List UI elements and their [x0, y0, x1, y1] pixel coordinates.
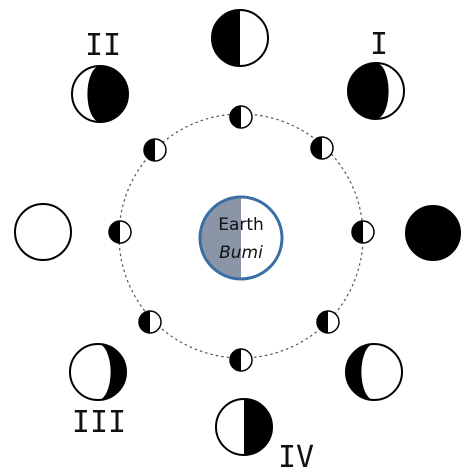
- phase-label-III: III: [72, 405, 126, 440]
- phase-top: [212, 10, 268, 66]
- earth-day-side: [241, 197, 282, 279]
- phase-label-II: II: [85, 28, 121, 63]
- phase-lower-right: [346, 344, 402, 400]
- earth-night-side: [200, 197, 241, 279]
- phase-right-new: [406, 206, 460, 260]
- orbit-moon: [230, 349, 252, 371]
- orbit-moon: [352, 221, 374, 243]
- phase-label-I: I: [370, 27, 388, 62]
- phase-II: [72, 66, 128, 122]
- phase-label-IV: IV: [278, 440, 314, 470]
- earth-label: Earth: [218, 215, 264, 235]
- earth: Earth Bumi: [200, 197, 282, 279]
- earth-label-local: Bumi: [219, 243, 263, 263]
- orbit-moon: [230, 106, 252, 128]
- orbit-moon: [139, 311, 161, 333]
- phase-I: [348, 63, 404, 119]
- phase-left-full: [15, 204, 71, 260]
- phase-III: [70, 344, 126, 400]
- orbit-moon: [144, 139, 166, 161]
- orbit-moon: [109, 221, 131, 243]
- phase-IV: [216, 399, 272, 455]
- orbit-moon: [317, 311, 339, 333]
- orbit-moon: [311, 137, 333, 159]
